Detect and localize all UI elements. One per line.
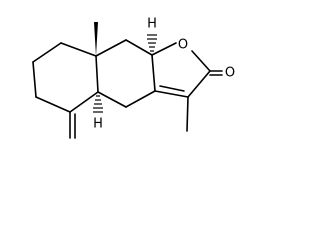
bond-c4-c4a bbox=[97, 91, 127, 108]
bond-c3-methyl bbox=[186, 96, 189, 132]
hash-c9a-h-top bbox=[147, 34, 157, 52]
bond-c9a-c3a bbox=[151, 54, 156, 92]
bond-c3a-c4 bbox=[125, 90, 156, 108]
atom-hydrogen-bottom: H bbox=[93, 117, 103, 132]
bond-c8a-c9 bbox=[95, 39, 127, 57]
bond-c8-c8a bbox=[60, 42, 97, 57]
bond-c3-c3a-double bbox=[159, 85, 185, 92]
bond-c9a-o1 bbox=[151, 42, 177, 56]
atom-ring-oxygen: O bbox=[178, 38, 188, 53]
bond-c5-c6 bbox=[35, 96, 71, 113]
bond-c6-c7 bbox=[32, 61, 37, 98]
atom-carbonyl-oxygen: O bbox=[225, 66, 235, 81]
bond-o1-c2 bbox=[191, 50, 211, 72]
bond-c9-c9a bbox=[125, 39, 153, 56]
bond-c2-c3 bbox=[187, 70, 211, 98]
wedge-c8a-methyl bbox=[94, 22, 98, 56]
bond-c7-c8 bbox=[32, 42, 62, 63]
atom-hydrogen-top: H bbox=[147, 17, 157, 32]
molecule-diagram: O O H H bbox=[0, 0, 252, 152]
bond-c3-c3a bbox=[154, 90, 189, 98]
hash-c4a-h-bottom bbox=[93, 95, 103, 113]
bond-c4a-c5 bbox=[69, 91, 99, 113]
bond-c8a-c4a bbox=[95, 55, 99, 93]
molecule-structure: O O H H bbox=[32, 17, 235, 139]
